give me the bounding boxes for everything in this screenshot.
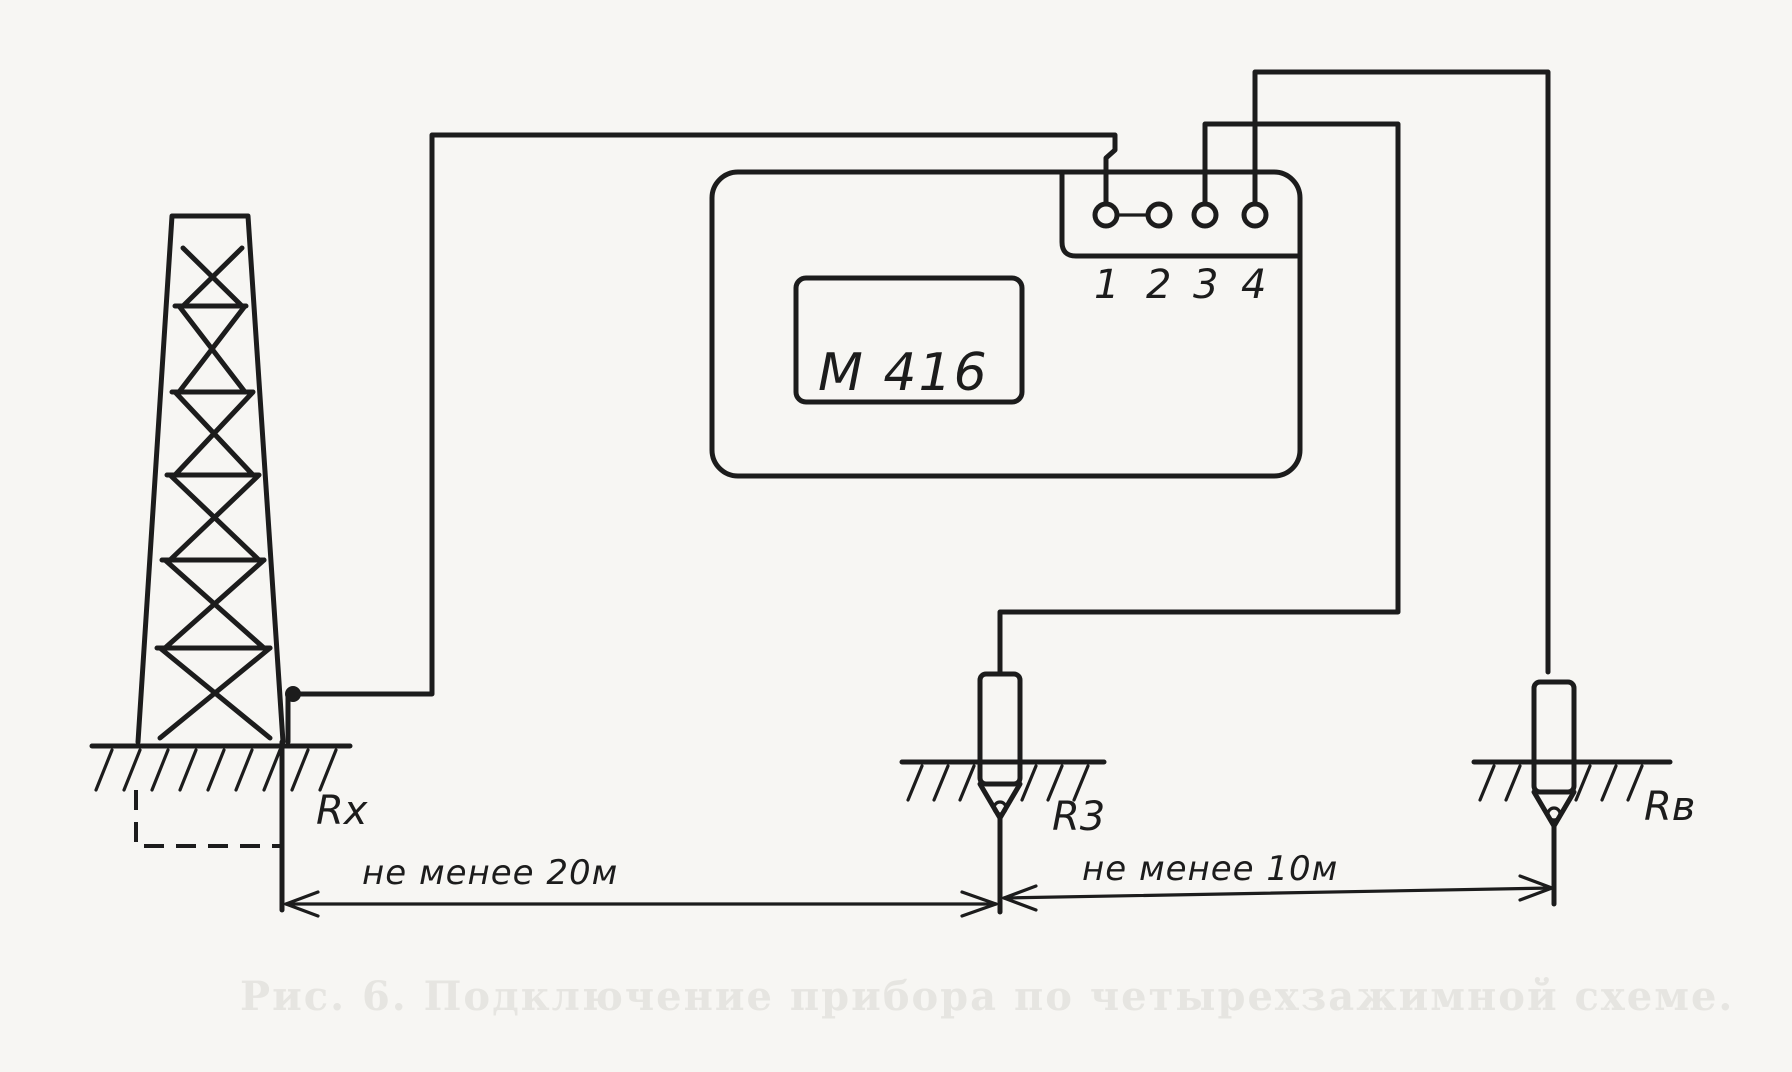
dimension-line <box>1002 886 1554 900</box>
terminal-4-label: 4 <box>1241 262 1266 308</box>
dimension-1 <box>284 890 998 918</box>
probe-tip-ring <box>1546 806 1562 822</box>
arrow-left <box>1002 884 1038 912</box>
model-plate <box>793 275 1025 405</box>
instrument-case <box>709 169 1303 479</box>
model-label: М 416 <box>818 343 989 403</box>
rv-label: Rв <box>1644 784 1695 830</box>
rx-label: Rx <box>316 788 368 834</box>
wires <box>285 69 1551 697</box>
terminal-2-label: 2 <box>1146 262 1171 308</box>
probe-tip-ring <box>992 800 1008 816</box>
terminal-3 <box>1191 201 1219 229</box>
wire-rx-terminal-1 <box>285 132 1118 697</box>
ground-hatch <box>94 748 338 792</box>
tower-brace <box>167 472 262 563</box>
tower-brace <box>162 557 267 651</box>
arrow-right <box>960 890 998 918</box>
terminal-1 <box>1092 201 1120 229</box>
figure-caption: Рис. 6. Подключение прибора по четырехза… <box>240 973 1734 1020</box>
distance-label-1: не менее 20м <box>362 853 618 893</box>
dimension-2 <box>1002 874 1554 912</box>
tower-frame <box>135 213 286 745</box>
tower-brace <box>180 245 245 309</box>
probe-body <box>977 671 1023 787</box>
terminal-panel <box>1059 169 1303 259</box>
terminal-4 <box>1241 201 1269 229</box>
probe-rv <box>1471 679 1673 907</box>
tower-brace <box>157 645 273 741</box>
instrument-m416: М 416 1 2 3 4 <box>709 169 1303 479</box>
wire-rv-terminal-4 <box>1252 69 1551 675</box>
ground-tower <box>89 739 353 913</box>
arrow-right <box>1518 874 1554 902</box>
probe-body <box>1531 679 1577 795</box>
wire-rz-terminal-3 <box>997 121 1401 677</box>
tower-brace <box>172 389 256 478</box>
ground-hatch <box>906 764 1090 802</box>
probe-rz <box>899 671 1107 915</box>
tower-rungs <box>154 303 273 651</box>
rz-label: R3 <box>1052 794 1105 840</box>
ground-hatch <box>1478 764 1644 802</box>
terminal-2 <box>1145 201 1173 229</box>
terminal-3-label: 3 <box>1193 262 1218 308</box>
tower <box>135 213 301 745</box>
tower-brace <box>176 303 248 395</box>
distance-label-2: не менее 10м <box>1082 849 1338 889</box>
terminal-1-label: 1 <box>1094 262 1119 308</box>
arrow-left <box>284 890 320 918</box>
ground-electrode-dashed <box>134 790 282 848</box>
